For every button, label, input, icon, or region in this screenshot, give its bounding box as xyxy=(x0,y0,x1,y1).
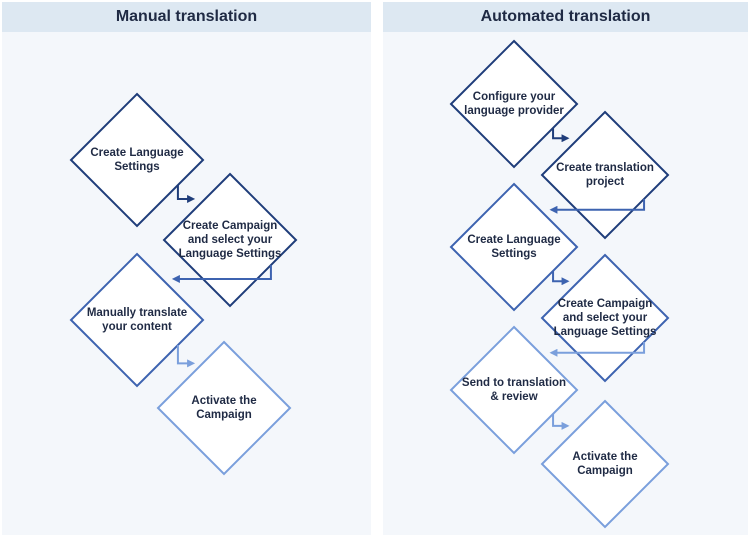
manual-step-2-label: Create Campaign and select your Language… xyxy=(178,220,282,260)
automated-step-3-label: Create Language Settings xyxy=(467,234,561,260)
automated-step-2-diamond xyxy=(540,110,670,240)
automated-step-6-diamond xyxy=(540,399,670,529)
automated-connector-4 xyxy=(549,341,646,357)
automated-step-6-label: Activate the Campaign xyxy=(572,451,638,477)
manual-translation-panel: Manual translation xyxy=(2,2,371,535)
manual-connector-2 xyxy=(171,265,272,283)
manual-step-4-label: Activate the Campaign xyxy=(191,395,257,421)
manual-step-4-diamond xyxy=(156,340,292,476)
manual-step-3-diamond xyxy=(69,252,205,388)
automated-connector-3 xyxy=(552,270,570,286)
automated-step-5-label: Send to translation & review xyxy=(461,377,567,403)
automated-step-4-diamond xyxy=(540,253,670,383)
manual-step-2-diamond xyxy=(162,172,298,308)
manual-step-3-label: Manually translate your content xyxy=(86,307,188,333)
automated-translation-title: Automated translation xyxy=(383,2,748,32)
automated-step-4-label: Create Campaign and select your Language… xyxy=(553,298,657,338)
manual-step-1-label: Create Language Settings xyxy=(90,147,184,173)
manual-connector-3 xyxy=(176,345,196,368)
automated-step-2-label: Create translation project xyxy=(556,162,654,188)
automated-step-3-diamond xyxy=(449,182,579,312)
automated-step-5-diamond xyxy=(449,325,579,455)
automated-connector-5 xyxy=(552,413,570,430)
automated-connector-2 xyxy=(549,198,646,214)
manual-step-1-diamond xyxy=(69,92,205,228)
automated-step-1-label: Configure your language provider xyxy=(464,91,564,117)
automated-translation-panel: Automated translation xyxy=(383,2,748,535)
automated-connector-1 xyxy=(552,127,570,143)
manual-translation-title: Manual translation xyxy=(2,2,371,32)
manual-connector-1 xyxy=(176,185,196,203)
automated-step-1-diamond xyxy=(449,39,579,169)
